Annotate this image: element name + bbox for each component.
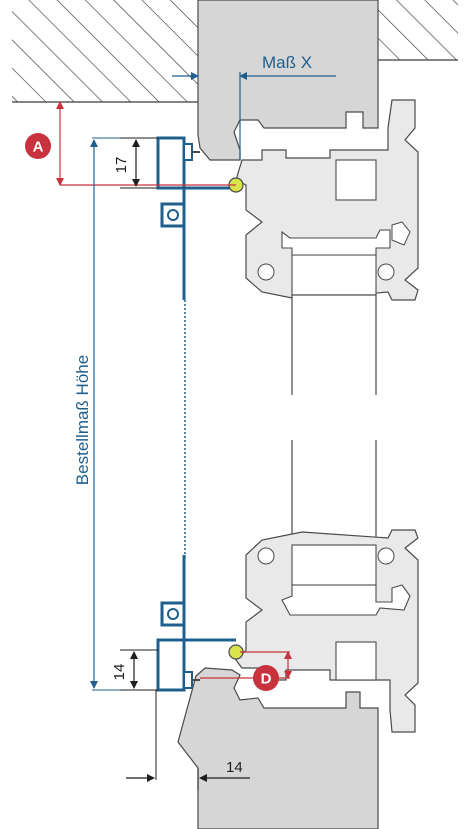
dimension-14-horizontal bbox=[126, 690, 250, 790]
upper-frame bbox=[197, 0, 379, 161]
dimension-mass-x bbox=[172, 72, 336, 160]
dimension-17 bbox=[120, 137, 158, 189]
lower-sash-profile bbox=[235, 529, 419, 733]
label-dim-14-vertical: 14 bbox=[111, 664, 128, 681]
ceiling-hatch-left bbox=[12, 0, 198, 103]
blind-bottom-rail bbox=[156, 555, 236, 692]
upper-sash-profile bbox=[235, 99, 419, 301]
badge-d: D bbox=[253, 665, 279, 691]
dimension-order-height bbox=[90, 137, 160, 691]
badge-d-label: D bbox=[261, 671, 272, 688]
label-dim-17: 17 bbox=[113, 157, 130, 174]
ceiling-hatch-right bbox=[378, 0, 458, 61]
dimension-14-vertical bbox=[120, 649, 158, 691]
badge-a-label: A bbox=[33, 139, 44, 156]
badge-a: A bbox=[25, 133, 51, 159]
label-order-height: Bestellmaß Höhe bbox=[73, 355, 92, 485]
lower-frame bbox=[177, 667, 379, 829]
blind-top-rail bbox=[156, 136, 236, 300]
label-dim-14-horizontal: 14 bbox=[226, 759, 243, 776]
dimension-a bbox=[56, 101, 236, 186]
label-mass-x: Maß X bbox=[262, 53, 312, 72]
